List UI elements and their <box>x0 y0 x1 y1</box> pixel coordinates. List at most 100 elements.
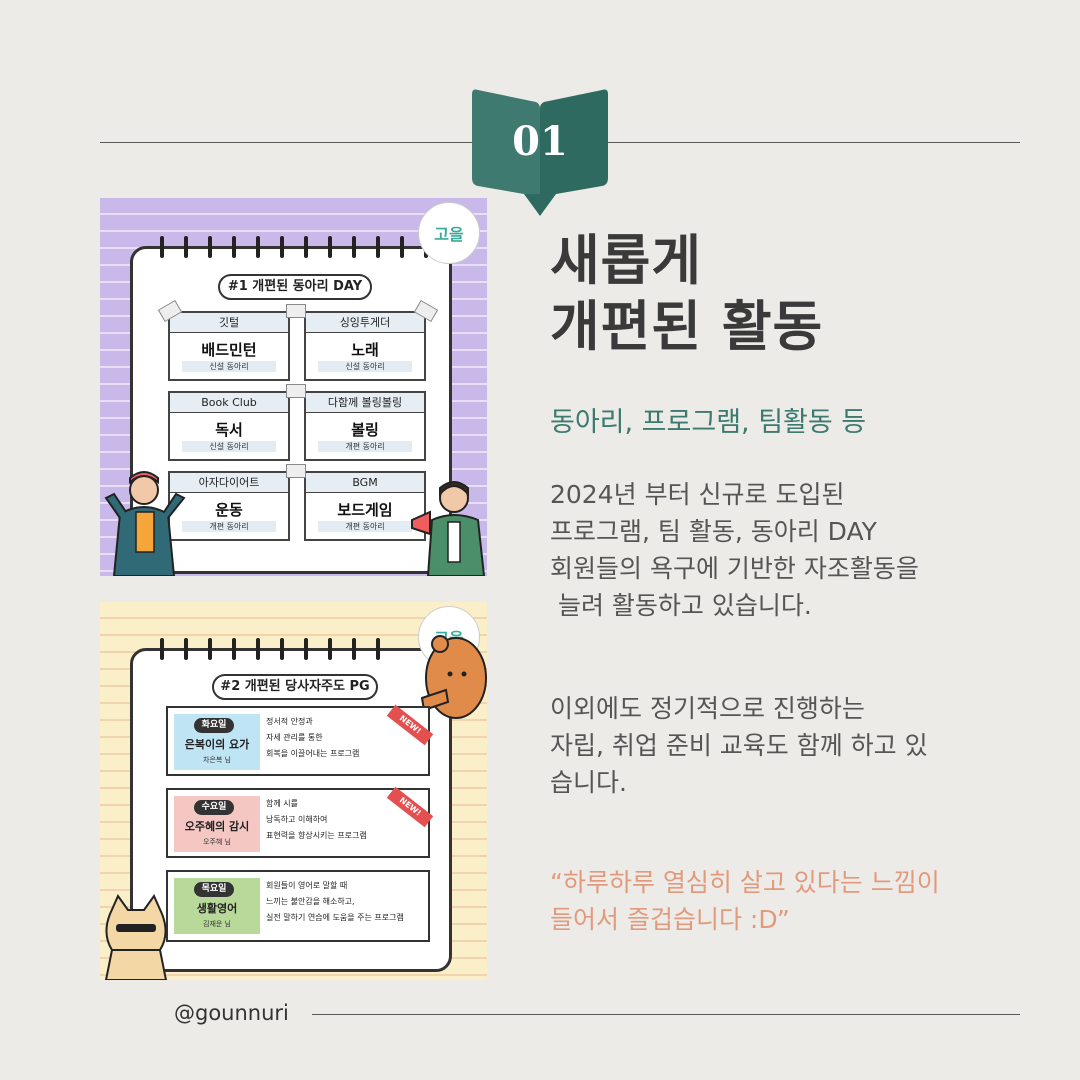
body-line: 프로그램, 팀 활동, 동아리 DAY <box>550 517 877 546</box>
club-nickname: 다함께 볼링볼링 <box>306 393 424 413</box>
club-nickname: 아자다이어트 <box>170 473 288 493</box>
ring <box>280 236 284 258</box>
club-item: 아자다이어트 운동 개편 동아리 <box>168 471 290 541</box>
ring <box>184 236 188 258</box>
desc-line: 정서적 안정과 <box>266 717 313 726</box>
header-rule-right <box>605 142 1020 143</box>
tape <box>286 304 306 318</box>
card-title: #1 개편된 동아리 DAY <box>218 274 372 300</box>
body-line: 이외에도 정기적으로 진행하는 <box>550 694 865 723</box>
program-description: 회원들이 영어로 말할 때 느끼는 불안감을 해소하고, 실전 말하기 연습에 … <box>266 878 416 926</box>
section-number: 01 <box>512 118 568 165</box>
program-name: 오주혜의 감시 <box>184 820 250 833</box>
club-tag: 개편 동아리 <box>318 441 412 452</box>
day-badge: 화요일 <box>194 718 234 733</box>
tape <box>286 384 306 398</box>
body-line: 늘려 활동하고 있습니다. <box>550 591 812 620</box>
program-row: 수요일 오주혜의 감시 오주혜 님 함께 시를 낭독하고 이해하여 표현력을 향… <box>166 786 434 858</box>
page-title: 새롭게 개편된 활동 <box>550 228 1030 360</box>
testimonial-quote: “하루하루 열심히 살고 있다는 느낌이 들어서 즐겁습니다 :D” <box>550 864 1070 938</box>
club-activity: 볼링 <box>351 421 379 439</box>
program-day-block: 목요일 생활영어 김재운 님 <box>174 878 260 934</box>
ring <box>256 236 260 258</box>
header-rule-left <box>100 142 475 143</box>
program-row: 목요일 생활영어 김재운 님 회원들이 영어로 말할 때 느끼는 불안감을 해소… <box>166 870 430 942</box>
ring <box>232 236 236 258</box>
day-badge: 목요일 <box>194 882 234 897</box>
club-tag: 개편 동아리 <box>318 521 412 532</box>
title-line: 개편된 활동 <box>550 295 824 358</box>
desc-line: 표현력을 향상시키는 프로그램 <box>266 831 367 840</box>
program-description: 정서적 안정과 자세 관리를 통한 회복을 이끌어내는 프로그램 <box>266 714 416 762</box>
club-tag: 신설 동아리 <box>182 441 276 452</box>
desc-line: 낭독하고 이해하여 <box>266 815 328 824</box>
body-line: 2024년 부터 신규로 도입된 <box>550 480 845 509</box>
footer-rule <box>312 1014 1020 1015</box>
ring <box>352 638 356 660</box>
card-title: #2 개편된 당사자주도 PG <box>212 674 378 700</box>
body-line: 회원들의 욕구에 기반한 자조활동을 <box>550 554 919 583</box>
ring <box>400 236 404 258</box>
ring <box>160 638 164 660</box>
club-item: 깃털 배드민턴 신설 동아리 <box>168 311 290 381</box>
ring <box>160 236 164 258</box>
club-nickname: Book Club <box>170 393 288 413</box>
program-name: 은복이의 요가 <box>184 738 250 751</box>
logo-text: 고을 <box>434 225 464 244</box>
program-row: 화요일 은복이의 요가 차은복 님 정서적 안정과 자세 관리를 통한 회복을 … <box>166 704 434 776</box>
body-text: 2024년 부터 신규로 도입된 프로그램, 팀 활동, 동아리 DAY 회원들… <box>550 476 1050 624</box>
ring <box>256 638 260 660</box>
instagram-handle[interactable]: @gounnuri <box>174 1001 289 1025</box>
desc-line: 실전 말하기 연습에 도움을 주는 프로그램 <box>266 913 404 922</box>
program-host: 오주혜 님 <box>203 838 231 846</box>
club-activity: 운동 <box>215 501 243 519</box>
day-badge: 수요일 <box>194 800 234 815</box>
desc-line: 느끼는 불안감을 해소하고, <box>266 897 355 906</box>
cat-illustration <box>104 894 168 980</box>
club-tag: 신설 동아리 <box>182 361 276 372</box>
desc-line: 회복을 이끌어내는 프로그램 <box>266 749 360 758</box>
club-item: BGM 보드게임 개편 동아리 <box>304 471 426 541</box>
title-line: 새롭게 <box>550 229 703 292</box>
character-right-illustration <box>411 481 486 576</box>
club-nickname: 깃털 <box>170 313 288 333</box>
ring <box>328 638 332 660</box>
club-day-card: 고을 #1 개편된 동아리 DAY 깃털 배드민턴 신설 동아리 싱잉투게더 노… <box>100 198 487 576</box>
program-day-block: 수요일 오주혜의 감시 오주혜 님 <box>174 796 260 852</box>
ring <box>232 638 236 660</box>
ring <box>376 638 380 660</box>
club-tag: 신설 동아리 <box>318 361 412 372</box>
club-tag: 개편 동아리 <box>182 521 276 532</box>
book-icon <box>472 89 608 216</box>
club-activity: 독서 <box>215 421 243 439</box>
ring <box>208 638 212 660</box>
club-item: 다함께 볼링볼링 볼링 개편 동아리 <box>304 391 426 461</box>
ring <box>184 638 188 660</box>
club-nickname: 싱잉투게더 <box>306 313 424 333</box>
bear-illustration <box>420 635 487 719</box>
club-item: 싱잉투게더 노래 신설 동아리 <box>304 311 426 381</box>
club-item: Book Club 독서 신설 동아리 <box>168 391 290 461</box>
club-activity: 배드민턴 <box>201 341 257 359</box>
program-host: 김재운 님 <box>203 920 231 928</box>
ring <box>304 638 308 660</box>
body-text-2: 이외에도 정기적으로 진행하는 자립, 취업 준비 교육도 함께 하고 있 습니… <box>550 690 1050 801</box>
program-name: 생활영어 <box>196 902 238 915</box>
club-nickname: BGM <box>306 473 424 493</box>
ring <box>328 236 332 258</box>
desc-line: 함께 시를 <box>266 799 298 808</box>
quote-line: 들어서 즐겁습니다 :D” <box>550 905 790 934</box>
program-day-block: 화요일 은복이의 요가 차은복 님 <box>174 714 260 770</box>
ring <box>376 236 380 258</box>
program-card: 고을 #2 개편된 당사자주도 PG 화요일 은복이의 요가 차은복 님 정서적… <box>100 602 487 980</box>
desc-line: 회원들이 영어로 말할 때 <box>266 881 348 890</box>
program-description: 함께 시를 낭독하고 이해하여 표현력을 향상시키는 프로그램 <box>266 796 416 844</box>
quote-line: “하루하루 열심히 살고 있다는 느낌이 <box>550 868 940 897</box>
club-activity: 보드게임 <box>337 501 393 519</box>
program-host: 차은복 님 <box>203 756 231 764</box>
ring <box>208 236 212 258</box>
club-activity: 노래 <box>351 341 379 359</box>
tape <box>286 464 306 478</box>
body-line: 자립, 취업 준비 교육도 함께 하고 있 <box>550 731 928 760</box>
